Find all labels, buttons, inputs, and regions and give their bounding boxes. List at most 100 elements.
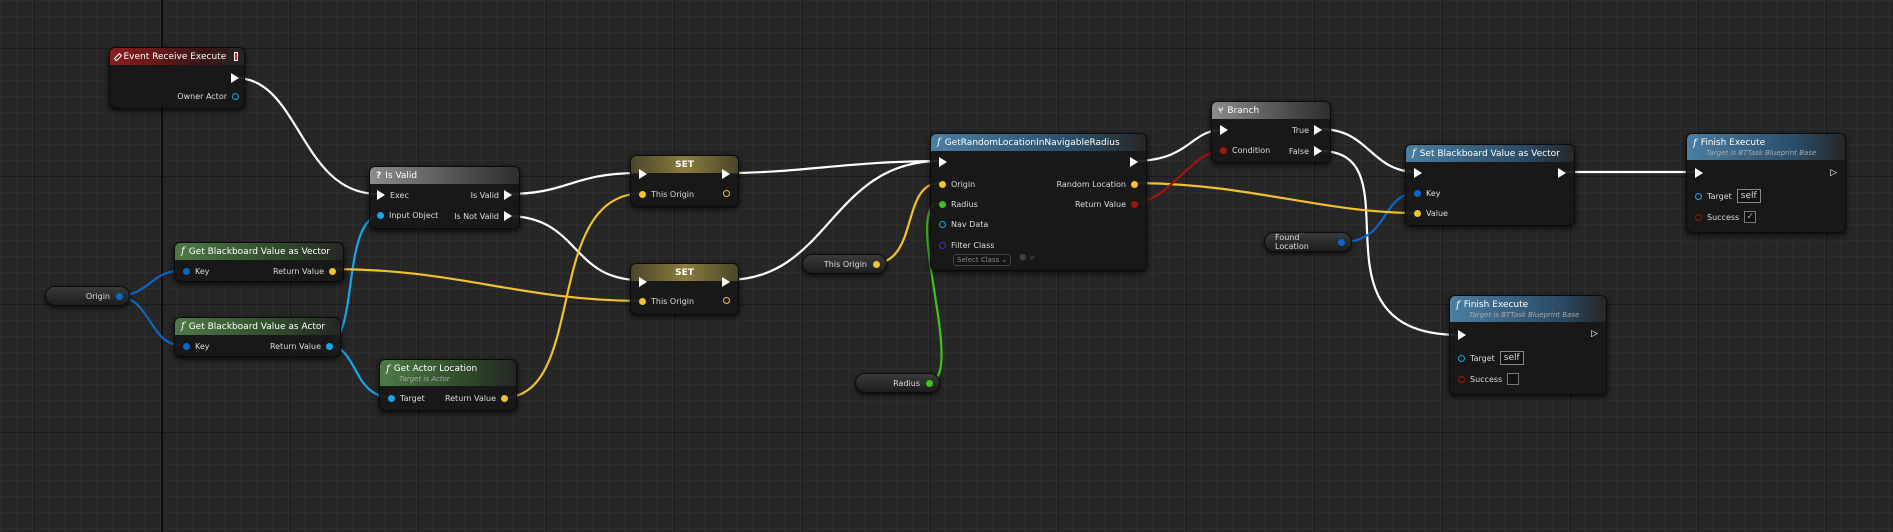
checkmark-icon: ✓ [1746,212,1754,222]
branch-node[interactable]: ⑂Branch Condition True False [1211,101,1331,163]
set-node[interactable]: SET This Origin [630,263,739,315]
exec-out-pin[interactable] [1558,168,1566,178]
success-checkbox[interactable] [1507,373,1520,385]
dropdown-label: Select Class [957,256,1000,264]
pin-label: Exec [390,190,409,200]
node-title: Set Blackboard Value as Vector [1419,148,1560,159]
exec-out-pin[interactable]: ▷ [1830,168,1837,178]
exec-in-pin[interactable] [1458,330,1466,340]
origin-pin[interactable]: Origin [939,180,975,189]
variable-label: This Origin [823,259,867,269]
value-pin[interactable]: Value [1414,209,1448,218]
pin-label: Target [1470,353,1495,363]
event-receive-execute-node[interactable]: Event Receive Execute Owner Actor [109,47,245,109]
node-subtitle: Target is Actor [399,374,450,383]
success-checkbox[interactable]: ✓ [1744,211,1757,223]
this-origin-out-pin[interactable] [723,297,730,304]
pin-label: Random Location [1056,180,1127,189]
target-pin[interactable]: Target self [1458,351,1524,365]
is-not-valid-exec-pin[interactable]: Is Not Valid [454,211,512,221]
random-location-pin[interactable]: Random Location [1056,180,1138,189]
question-icon: ? [376,170,382,181]
target-value-field[interactable]: self [1736,189,1761,203]
exec-in-pin[interactable] [1414,168,1422,178]
node-title: Branch [1227,105,1260,116]
set-node[interactable]: SET This Origin [630,155,739,207]
exec-out-pin[interactable] [231,73,239,83]
node-title: SET [675,159,694,170]
key-pin[interactable]: Key [1414,189,1441,198]
pin-label: Value [1426,209,1448,218]
exec-in-pin[interactable] [939,157,947,167]
search-icon[interactable]: ⌕ [1030,253,1036,263]
wire-exec [1319,127,1418,174]
exec-in-pin[interactable] [1220,125,1228,135]
this-origin-in-pin[interactable]: This Origin [639,297,694,306]
this-origin-variable-node[interactable]: This Origin [802,254,887,274]
exec-out-pin[interactable]: ▷ [1591,329,1598,339]
key-pin[interactable]: Key [183,342,210,351]
variable-label: Radius [893,378,920,388]
return-value-pin[interactable]: Return Value [1075,200,1138,209]
owner-actor-pin[interactable]: Owner Actor [177,92,239,101]
true-exec-pin[interactable]: True [1292,125,1322,135]
node-header: ? Is Valid [370,167,519,184]
wire-exec [235,76,379,196]
exec-in-pin[interactable]: Exec [377,190,409,200]
input-object-pin[interactable]: Input Object [377,211,438,220]
exec-in-pin[interactable] [1695,168,1703,178]
radius-pin[interactable]: Radius [939,200,978,209]
condition-pin[interactable]: Condition [1220,146,1270,155]
this-origin-in-pin[interactable]: This Origin [639,190,694,199]
function-icon: f [181,321,185,332]
exec-out-pin[interactable] [722,169,730,179]
pin-label: This Origin [651,297,695,306]
variable-label: Origin [85,291,110,301]
success-pin[interactable]: Success [1458,373,1520,385]
is-valid-exec-pin[interactable]: Is Valid [471,190,512,200]
browse-icon[interactable]: ⊕ [1019,253,1027,263]
nav-data-pin[interactable]: Nav Data [939,220,988,229]
return-value-pin[interactable]: Return Value [270,342,333,351]
wire-exec [506,214,641,282]
function-icon: f [937,137,941,148]
pin-label: Return Value [272,267,324,276]
pin-label: This Origin [651,190,695,199]
node-title: Finish Execute [1463,300,1529,310]
node-header: SET [631,156,738,173]
target-value-field[interactable]: self [1499,351,1524,365]
node-subtitle: Target is BTTask Blueprint Base [1469,310,1580,319]
origin-variable-node[interactable]: Origin [45,286,130,306]
node-header: ⑂Branch [1212,102,1330,119]
return-value-pin[interactable]: Return Value [445,394,508,403]
exec-out-pin[interactable] [1130,157,1138,167]
select-class-dropdown[interactable]: Select Class ⌄ [953,254,1012,266]
success-pin[interactable]: Success✓ [1695,211,1757,223]
is-valid-node[interactable]: ? Is Valid Exec Input Object Is Valid Is… [369,166,520,229]
target-pin[interactable]: Target [388,394,425,403]
this-origin-out-pin[interactable] [723,190,730,197]
false-exec-pin[interactable]: False [1289,146,1322,156]
wire-exec [1319,149,1461,337]
found-location-variable-node[interactable]: Found Location [1264,232,1352,252]
exec-in-pin[interactable] [639,277,647,287]
function-icon: f [181,246,185,257]
return-value-pin[interactable]: Return Value [273,267,336,276]
exec-out-pin[interactable] [722,277,730,287]
filter-class-pin[interactable]: Filter Class [939,241,994,250]
function-icon: f [1693,137,1697,149]
key-pin[interactable]: Key [183,267,210,276]
exec-in-pin[interactable] [639,169,647,179]
radius-variable-node[interactable]: Radius [855,373,940,393]
